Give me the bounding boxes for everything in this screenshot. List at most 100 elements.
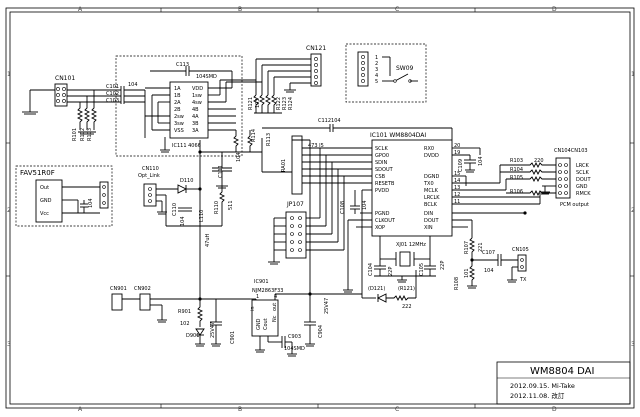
ic101-pin-din: DIN (424, 211, 433, 217)
col-label-d-bottom: D (552, 406, 557, 413)
ic111-pin-right-7: 3A (192, 128, 199, 134)
r101-label: R101 (72, 128, 78, 141)
title-block: WM8804 DAI 2012.09.15. Mi-Take 2012.11.0… (496, 361, 631, 405)
c109-value: 104 (478, 156, 484, 166)
ic111-pin-left-5: 2sw (174, 114, 184, 120)
cn901-section: CN901 CN902 (110, 286, 202, 323)
c109-section: C109 104 (458, 147, 484, 173)
sw09-pin-3: 3 (375, 67, 378, 73)
ic101-pin-dvdd: DVDD (424, 153, 439, 159)
c113-value: 104SMD (196, 74, 217, 80)
ic901-label: IC901 (254, 279, 269, 285)
ic901-pin-in-label: in (250, 306, 256, 311)
r121b-label: (R121) (398, 286, 415, 292)
l110-value: 47uH (205, 233, 211, 247)
coupling-capacitors: C101 C102 C103 104 (100, 82, 145, 104)
ic111-pin-left-4: 2B (174, 107, 181, 113)
c105-value: 22P (440, 261, 446, 270)
ic101-label: IC101 WM8804DAI (370, 132, 426, 139)
ic901-part: NJM2863F33 (252, 288, 284, 294)
tx-output-section: R107 221 R108 101 C107 104 CN105 TX (454, 220, 529, 290)
cn121-section: CN121 R121 103 R122 R123 R124 (219, 45, 326, 114)
r901-value: 102 (180, 321, 190, 327)
row-label-2-right: 2 (631, 207, 635, 214)
sw09-pin-2: 2 (375, 61, 378, 67)
ic101-pin-rx0: RX0 (424, 146, 434, 152)
r121b-value: 222 (402, 304, 412, 310)
ic101-pin-mclk: MCLK (424, 188, 439, 194)
c108-value: 104 (362, 200, 368, 210)
c113-section: C113 104SMD (150, 62, 232, 80)
d901-label: D901 (186, 333, 199, 339)
r110-value: 511 (228, 200, 234, 210)
schematic-title: WM8804 DAI (530, 366, 594, 377)
fav-pin-out: Out (40, 185, 49, 191)
ra01-value: 473 I5 (308, 143, 324, 149)
ic101-pin-bclk: BCLK (424, 202, 438, 208)
cn902-label: CN902 (134, 286, 151, 292)
ic901-pin-num-1: 1 (256, 294, 259, 300)
ic101-pin-xop: XOP (375, 225, 385, 231)
cn121-label: CN121 (306, 45, 326, 52)
r-value-220: 220 (534, 158, 544, 164)
col-label-b: B (238, 6, 242, 13)
c103-label: C103 (106, 98, 119, 104)
r122-label: R122 (276, 97, 282, 110)
c109-label: C109 (458, 159, 464, 172)
fav-cap-value: 104 (88, 198, 94, 208)
col-label-a-bottom: A (78, 406, 83, 413)
ic111-pin-right-4: 4B (192, 107, 199, 113)
sw09-pin-4: 4 (375, 73, 378, 79)
r103-left-label: R103 (87, 128, 93, 141)
r107-value: 221 (478, 242, 484, 252)
fav-label: FAV51R0F (20, 169, 55, 177)
ra01-label: RA01 (281, 159, 287, 172)
ic101-pin-num-14: 14 (454, 178, 460, 184)
ic111-pin-right-2: 1sw (192, 93, 202, 99)
c104-label: C104 (368, 263, 374, 276)
sw09-pin-5: 5 (375, 79, 378, 85)
ic101-pin-gpo0: GPO0 (375, 153, 389, 159)
ic101-pin-num-19: 19 (454, 150, 460, 156)
c112-label: C112104 (318, 118, 341, 124)
cn104-pin-sclk: SCLK (576, 170, 589, 176)
r901-section: R901 102 D901 25V47 C901 (178, 298, 250, 347)
fav-section: FAV51R0F Out GND Vcc 104 (15, 165, 113, 227)
ic101-pin-sclk: SCLK (375, 146, 388, 152)
c104-value: 22P (388, 267, 394, 276)
ic101-pin-num-11: 11 (454, 199, 460, 205)
c112-section: C112104 (262, 118, 452, 132)
col-label-c-bottom: C (395, 406, 399, 413)
ic111-chip: 1A 1B 2A 2B 2sw 3sw VSS VDD 1sw 4sw 4B 4… (144, 71, 236, 153)
c-104-mid-label: 104 (236, 152, 242, 162)
c901-value: 25V47 (210, 322, 216, 338)
ic901-pin-nc-label: Nc (272, 315, 278, 322)
ic901-pin-num-4: 4 (274, 294, 277, 300)
c101-label: C101 (106, 84, 119, 90)
c904-label: C904 (318, 325, 324, 338)
cn110-sublabel: Opt_Link (138, 173, 160, 179)
cn104-label: CN104CN103 (554, 148, 588, 154)
col-label-b-bottom: B (238, 406, 242, 413)
c108-label: C108 (340, 201, 346, 214)
r901-label: R901 (178, 309, 191, 315)
revision-line-1: 2012.09.15. Mi-Take (510, 382, 575, 390)
r121-value: 103 (255, 98, 261, 108)
ic111-pin-left-7: VSS (174, 128, 184, 134)
r103-label: R103 (510, 158, 523, 164)
ic111-pin-right-5: 4A (192, 114, 199, 120)
ic111-pin-right-6: 3B (192, 121, 199, 127)
sw09-label: SW09 (396, 65, 414, 72)
d121-label: (D121) (368, 286, 385, 292)
ic101-pin-pvdd: PVDD (375, 188, 389, 194)
ic101-pin-clkout: CLKOUT (375, 218, 396, 224)
c110-value: 104 (180, 216, 186, 226)
cn104-pin-rmck: RMCK (576, 191, 591, 197)
ic111-label: IC111 4066 (172, 143, 201, 149)
r104-label: R104 (510, 167, 523, 173)
pcm-output-section: R103 220 R104 R105 R106 CN104CN103 LRCK … (499, 148, 591, 208)
c901-label: C901 (230, 331, 236, 344)
l110-label: L110 (199, 210, 205, 222)
row-label-1: 1 (7, 71, 11, 78)
